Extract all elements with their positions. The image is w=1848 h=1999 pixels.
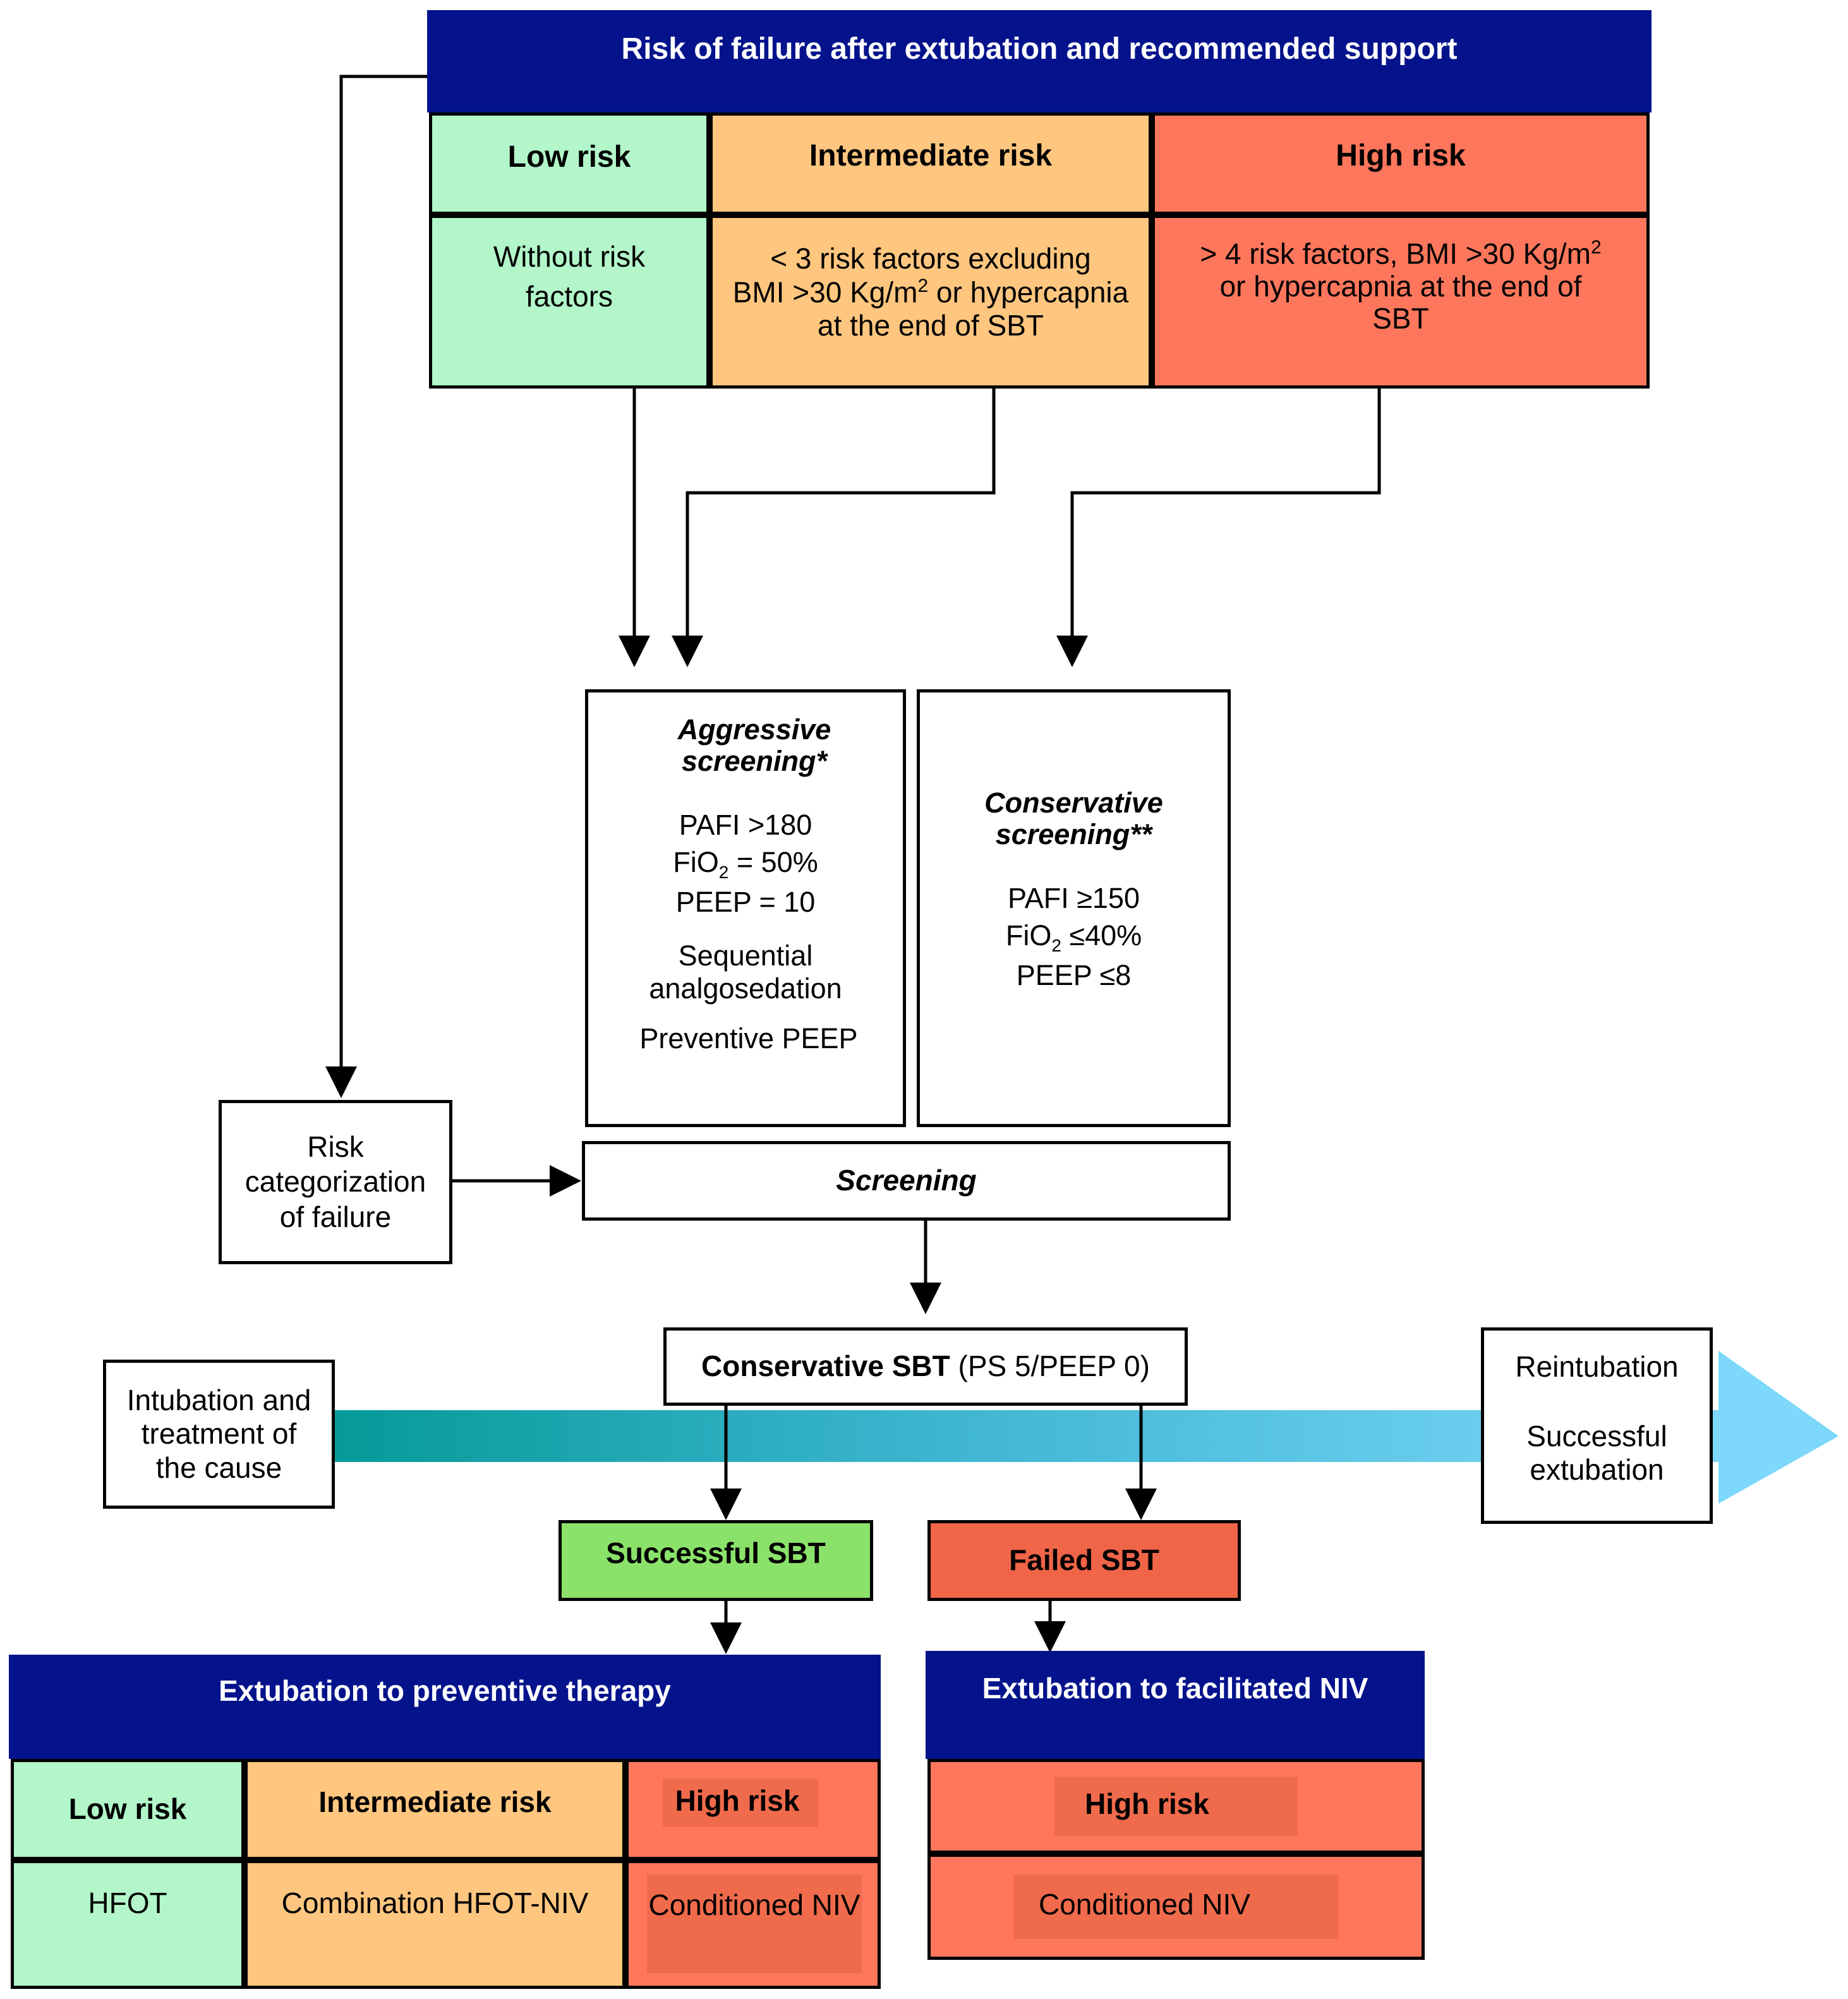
timeline-arrowhead: [1718, 1351, 1839, 1504]
arrow-high-to-conservative: [1056, 389, 1381, 667]
screening-box: Screening: [582, 1141, 1231, 1221]
top-intermediate-risk-criteria: < 3 risk factors excluding BMI >30 Kg/m2…: [710, 215, 1152, 389]
successful-sbt-box: Successful SBT: [559, 1520, 873, 1601]
niv-high-risk-therapy: Conditioned NIV: [927, 1854, 1425, 1960]
risk-categorization-box: Risk categorization of failure: [219, 1100, 452, 1264]
arrow-header-to-risk-cat: [325, 75, 427, 1098]
preventive-low-risk-label: Low risk: [11, 1759, 245, 1860]
successful-extubation-label: Successful extubation: [1526, 1420, 1667, 1487]
preventive-intermediate-risk-label: Intermediate risk: [245, 1759, 625, 1860]
top-header-title: Risk of failure after extubation and rec…: [621, 32, 1458, 66]
outcome-box: Reintubation Successful extubation: [1481, 1327, 1713, 1524]
arrow-intermediate-to-aggressive: [672, 389, 996, 667]
preventive-intermediate-risk-therapy: Combination HFOT-NIV: [245, 1860, 625, 1989]
conservative-screening-box: Conservative screening** PAFI ≥150 FiO2 …: [917, 689, 1231, 1127]
preventive-therapy-header: Extubation to preventive therapy: [9, 1655, 881, 1759]
top-header: Risk of failure after extubation and rec…: [427, 10, 1652, 112]
preventive-high-risk-label: High risk: [625, 1759, 881, 1860]
failed-sbt-box: Failed SBT: [927, 1520, 1241, 1601]
preventive-high-risk-therapy: Conditioned NIV: [625, 1860, 881, 1989]
conservative-title: Conservative: [984, 787, 1163, 819]
niv-high-risk-label: High risk: [927, 1759, 1425, 1854]
preventive-low-risk-therapy: HFOT: [11, 1860, 245, 1989]
conservative-sbt-box: Conservative SBT (PS 5/PEEP 0): [663, 1327, 1188, 1406]
top-high-risk-criteria: > 4 risk factors, BMI >30 Kg/m2 or hyper…: [1152, 215, 1650, 389]
reintubation-label: Reintubation: [1515, 1350, 1679, 1383]
top-low-risk-label: Low risk: [429, 112, 710, 215]
top-high-risk-label: High risk: [1152, 112, 1650, 215]
top-intermediate-risk-label: Intermediate risk: [710, 112, 1152, 215]
aggressive-title: Aggressive: [677, 713, 831, 746]
aggressive-screening-box: Aggressive screening* PAFI >180 FiO2 = 5…: [585, 689, 906, 1127]
facilitated-niv-header: Extubation to facilitated NIV: [926, 1651, 1425, 1759]
top-low-risk-criteria: Without risk factors: [429, 215, 710, 389]
intubation-box: Intubation and treatment of the cause: [103, 1360, 335, 1509]
